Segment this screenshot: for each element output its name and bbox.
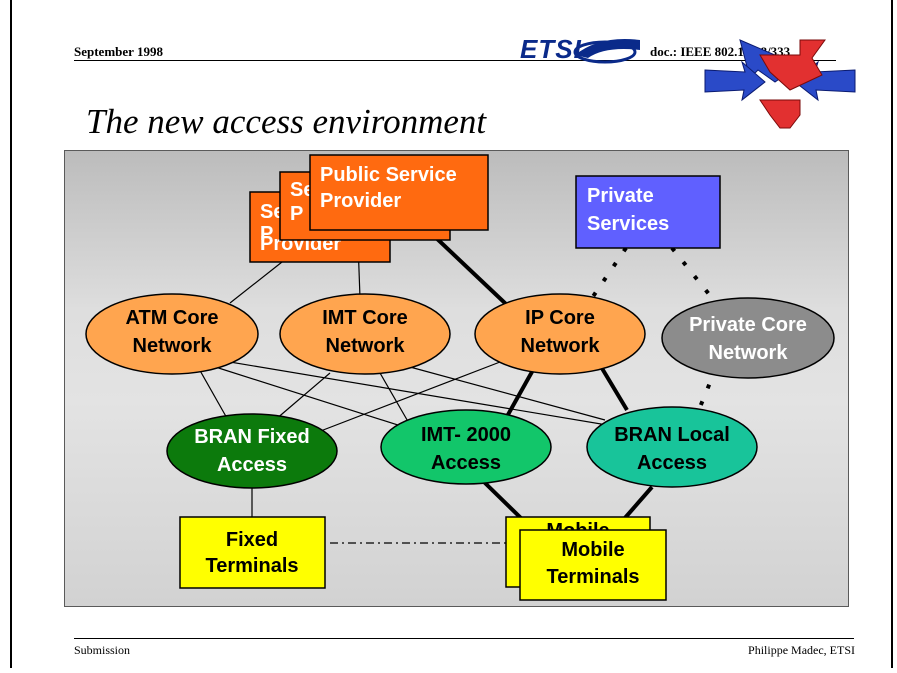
private-services: Private Services — [575, 175, 721, 249]
fixed-terminals-box — [179, 516, 326, 589]
provider-back-2-text-2: P — [290, 203, 303, 225]
imt-core-network: IMT Core Network — [279, 293, 451, 375]
imt-core-text-1: IMT Core — [322, 307, 408, 329]
link-ip-bran-local — [598, 363, 629, 412]
private-core-ellipse — [661, 297, 835, 379]
bran-fixed-ellipse — [166, 413, 338, 489]
public-service-provider: Public Service Provider — [309, 154, 489, 231]
ip-core-text-2: Network — [521, 335, 601, 357]
link-private-core-bran-local — [696, 367, 718, 413]
header-date: September 1998 — [74, 44, 163, 59]
ip-core-network: IP Core Network — [474, 293, 646, 375]
bran-local-text-1: BRAN Local — [614, 424, 730, 446]
imt-core-ellipse — [279, 293, 451, 375]
mobile-terminals: Mobile Terminals — [519, 529, 667, 601]
bran-local-ellipse — [586, 406, 758, 488]
bran-local-text-2: Access — [637, 452, 707, 474]
atm-core-text-1: ATM Core — [126, 307, 219, 329]
mobile-terminals-text-1: Mobile — [561, 539, 624, 561]
link-provider-atm — [229, 261, 283, 304]
imt2000-ellipse — [380, 409, 552, 485]
fixed-terminals-text-2: Terminals — [206, 555, 299, 577]
link-imt-bran-fixed — [274, 372, 331, 421]
link-ip-imt2000 — [503, 369, 535, 421]
etsi-swoosh-icon — [573, 39, 640, 64]
link-imt-bran-local — [409, 366, 606, 421]
link-atm-bran-local — [217, 359, 626, 429]
public-service-provider-box — [309, 154, 489, 231]
bran-fixed-text-2: Access — [217, 454, 287, 476]
header-rule — [74, 60, 836, 61]
atm-core-ellipse — [85, 293, 259, 375]
private-core-text-1: Private Core — [689, 314, 807, 336]
link-atm-bran-fixed — [197, 366, 229, 421]
link-imt2000-mobile — [482, 480, 527, 524]
bran-local-access: BRAN Local Access — [586, 406, 758, 488]
footer-author: Philippe Madec, ETSI — [748, 643, 855, 657]
link-ip-bran-fixed — [317, 361, 501, 433]
private-core-network: Private Core Network — [661, 297, 835, 379]
private-services-box — [575, 175, 721, 249]
imt2000-access: IMT- 2000 Access — [380, 409, 552, 485]
arrows-logo-icon — [704, 39, 856, 129]
private-services-text-1: Private — [587, 185, 654, 207]
provider-back-2-text-1: Se — [290, 179, 314, 201]
footer-submission: Submission — [74, 643, 131, 657]
bran-fixed-text-1: BRAN Fixed — [194, 426, 310, 448]
slide-border — [10, 0, 893, 668]
ip-core-text-1: IP Core — [525, 307, 595, 329]
slide-title: The new access environment — [86, 102, 487, 141]
imt2000-text-1: IMT- 2000 — [421, 424, 511, 446]
fixed-terminals-text-1: Fixed — [226, 529, 278, 551]
mobile-terminals-text-2: Terminals — [547, 566, 640, 588]
link-imt-imt2000 — [379, 372, 411, 426]
public-service-provider-text-2: Provider — [320, 190, 401, 212]
imt-core-text-2: Network — [326, 335, 406, 357]
public-service-provider-text-1: Public Service — [320, 164, 457, 186]
provider-back-1-text-1: Se — [260, 201, 284, 223]
atm-core-network: ATM Core Network — [85, 293, 259, 375]
private-core-text-2: Network — [709, 342, 789, 364]
ip-core-ellipse — [474, 293, 646, 375]
imt2000-text-2: Access — [431, 452, 501, 474]
mobile-terminals-box — [519, 529, 667, 601]
dotted-links — [590, 246, 718, 413]
link-public-provider-ip — [430, 232, 509, 307]
fixed-terminals: Fixed Terminals — [179, 516, 326, 589]
atm-core-text-2: Network — [133, 335, 213, 357]
private-services-text-2: Services — [587, 213, 669, 235]
provider-back-1-text-2: P — [260, 223, 273, 245]
etsi-logo-text: ETSI — [520, 34, 582, 64]
bran-fixed-access: BRAN Fixed Access — [166, 413, 338, 489]
footer-rule — [74, 638, 854, 639]
